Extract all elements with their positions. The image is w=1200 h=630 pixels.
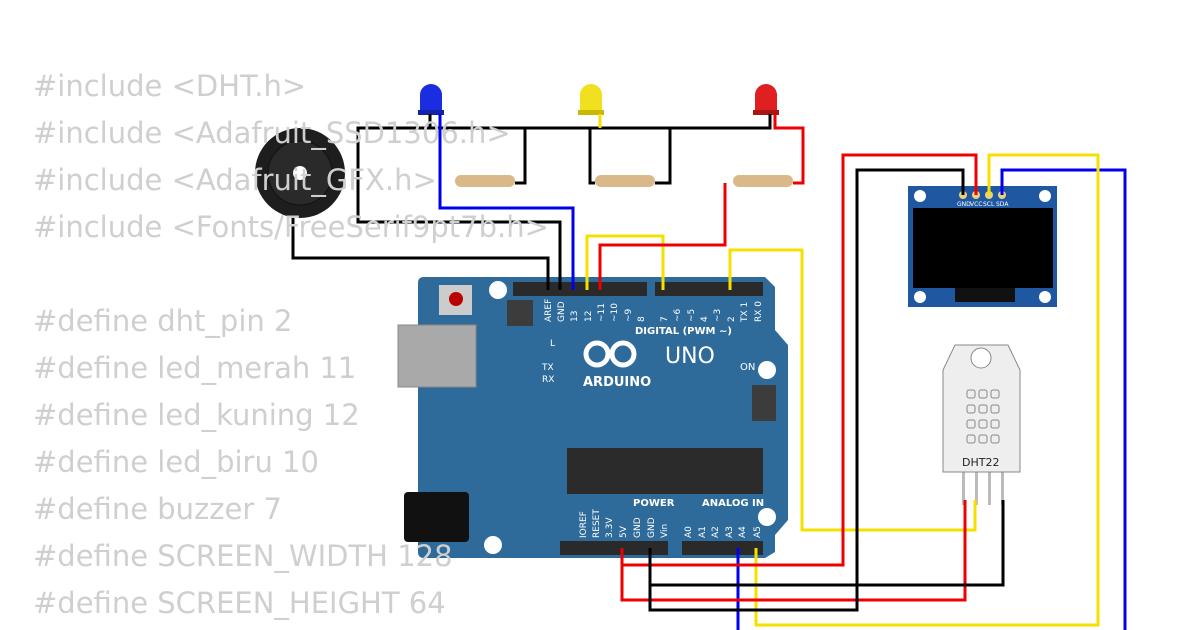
pin-label: GND [557,301,567,322]
pin-label: A0 [684,526,694,538]
resistor-red [733,175,793,187]
oled-screen [913,208,1053,288]
pin-label: IOREF [579,511,589,538]
atmega-chip [567,448,763,494]
resistor-blue [455,175,515,187]
arduino-brand: ARDUINO [583,375,651,390]
code-line: #define buzzer 7 [33,492,282,526]
pin-label: A4 [738,526,748,538]
code-line: #define SCREEN_WIDTH 128 [33,539,453,573]
pin-label: ~11 [597,303,607,322]
code-line: #define led_kuning 12 [33,398,360,432]
power-header[interactable] [560,541,668,555]
code-line [33,251,549,298]
pin-label: GND [633,517,643,538]
usb-port [397,324,477,388]
rx-label: RX [542,375,554,385]
digital-header-right[interactable] [655,282,763,296]
pin-label: ~6 [673,308,683,322]
pin-label: Vin [660,524,670,538]
led-blue[interactable] [418,84,444,115]
code-line: #define dht_pin 2 [33,304,293,338]
arduino-uno-board[interactable]: DIGITAL (PWM ~) POWER ANALOG IN ARDUINO … [397,277,788,558]
pin-label: 4 [700,316,710,322]
wires[interactable] [291,114,1127,630]
pin-label: 7 [660,316,670,322]
buzzer[interactable] [255,128,345,218]
pin-label: GND [647,517,657,538]
pin-label: 12 [584,311,594,322]
resistor-yellow [595,175,655,187]
oled-pin-label: VCC [970,201,982,208]
pin-label: 13 [570,311,580,322]
pin-label: A1 [698,526,708,538]
oled-pin-label: SDA [996,201,1009,208]
tx-label: TX [541,363,554,373]
pin-label: ~9 [624,308,634,322]
analog-label: ANALOG IN [702,498,764,509]
code-line: #include <DHT.h> [33,69,307,103]
pin-label: 8 [637,316,647,322]
reset-button-red[interactable] [449,292,463,306]
power-jack [404,492,469,542]
resistors[interactable] [455,175,793,187]
power-label: POWER [633,498,675,509]
on-label: ON [740,362,755,373]
dht22-label: DHT22 [962,456,999,469]
pin-label: ~5 [687,309,697,322]
code-editor-background: #include <DHT.h> #include <Adafruit_SSD13… [33,63,549,627]
pin-label: 3.3V [605,517,615,538]
oled-pin-label: GND [957,201,971,208]
pin-label: A2 [711,526,721,538]
dht22-sensor[interactable]: DHT22 [942,344,1021,505]
uno-model: UNO [665,344,715,369]
code-line: #define SCREEN_HEIGHT 64 [33,586,446,620]
code-line: #define led_merah 11 [33,351,357,385]
pin-label: A5 [753,526,763,538]
pin-label: A3 [725,526,735,538]
pin-label: TX 1 [740,302,750,323]
pin-label: RX 0 [754,301,764,322]
led-yellow[interactable] [578,84,604,115]
code-line: #include <Adafruit_SSD1306.h> [33,116,511,150]
arduino-logo-icon [583,340,637,368]
analog-header[interactable] [682,541,763,555]
pin-label: 5V [619,525,629,538]
pin-label: 2 [727,316,737,322]
code-line: #define led_biru 10 [33,445,319,479]
led-red[interactable] [753,84,779,115]
code-line: #include <Fonts/FreeSerif9pt7b.h> [33,210,549,244]
pin-label: RESET [592,509,602,538]
oled-pin-label: SCL [983,201,995,208]
code-line: #include <Adafruit_GFX.h> [33,163,437,197]
digital-label: DIGITAL (PWM ~) [635,326,732,337]
pin-label: ~3 [713,309,723,322]
l-label: L [550,339,555,349]
pin-label: ~10 [610,303,620,322]
pin-label: AREF [544,299,554,322]
